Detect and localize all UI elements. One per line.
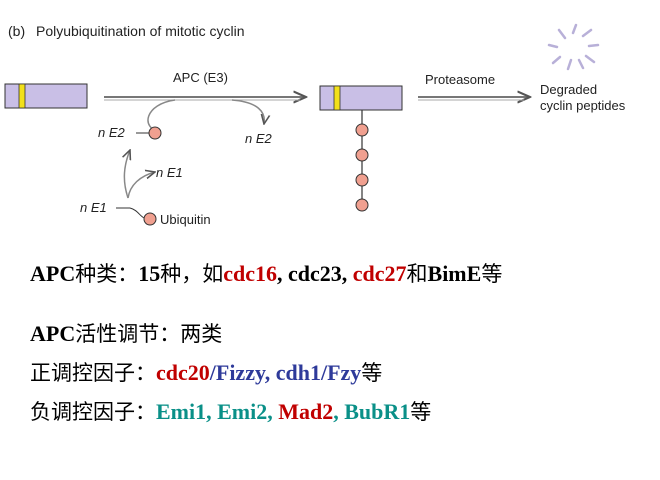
negative-regulators-line: 负调控因子：Emi1, Emi2, Mad2, BubR1等 [30, 396, 431, 426]
and-connector: 和 [406, 262, 428, 286]
apc-regulation-line: APC活性调节：两类 [30, 318, 222, 348]
ubiquitin-e2 [148, 126, 162, 140]
cdc27-term: cdc27 [352, 261, 407, 286]
degraded-fragments-icon [547, 23, 600, 71]
mad2-term: Mad2 [278, 399, 334, 424]
degraded-label-2: cyclin peptides [540, 98, 626, 113]
apc-e3-label: APC (E3) [173, 70, 228, 85]
destruction-box-right [333, 85, 341, 111]
emi-terms: Emi1, Emi2, [156, 399, 279, 424]
types-connector: 种，如 [160, 262, 224, 286]
e1-left-label: n E1 [80, 200, 107, 215]
ubiquitin-free [143, 212, 157, 226]
e2-left-label: n E2 [98, 125, 126, 140]
ubiquitin-chain-3 [355, 173, 369, 187]
figure-title: Polyubiquitination of mitotic cyclin [36, 23, 245, 39]
etc-suffix: 等 [361, 361, 383, 385]
cdc23-term: , cdc23, [276, 261, 353, 286]
degraded-label-1: Degraded [540, 82, 597, 97]
e2-in-curve [147, 99, 176, 133]
ubiquitin-chain-4 [355, 198, 369, 212]
etc-suffix: 等 [481, 262, 503, 286]
fizzy-cdh1-term: /Fizzy, cdh1/Fzy [209, 360, 362, 385]
polyubiquitination-diagram: (b) Polyubiquitination of mitotic cyclin… [4, 23, 626, 227]
destruction-box-left [18, 83, 26, 109]
cyclin-right [319, 85, 403, 111]
positive-regulators-line: 正调控因子：cdc20/Fizzy, cdh1/Fzy等 [30, 357, 382, 387]
etc-suffix: 等 [410, 400, 432, 424]
e2-right-label: n E2 [245, 131, 273, 146]
ubiquitin-label: Ubiquitin [160, 212, 211, 227]
ubiquitin-chain-1 [355, 123, 369, 137]
bubr1-term: , BubR1 [333, 399, 411, 424]
apc-term: APC [30, 321, 76, 346]
cyclin-left [4, 83, 88, 109]
cdc16-term: cdc16 [223, 261, 277, 286]
negative-label: 负调控因子： [30, 400, 156, 424]
panel-label: (b) [8, 23, 25, 39]
cdc20-term: cdc20 [156, 360, 210, 385]
apc-types-line: APC种类：15种，如cdc16, cdc23, cdc27和BimE等 [30, 258, 502, 288]
type-count: 15 [138, 261, 161, 286]
e2-out-curve [231, 99, 264, 124]
regulation-label: 活性调节：两类 [75, 322, 223, 346]
types-label: 种类： [75, 262, 139, 286]
proteasome-label: Proteasome [425, 72, 495, 87]
apc-term: APC [30, 261, 76, 286]
ubiquitin-chain-2 [355, 148, 369, 162]
e1-mid-label: n E1 [156, 165, 183, 180]
positive-label: 正调控因子： [30, 361, 156, 385]
bime-term: BimE [427, 261, 482, 286]
